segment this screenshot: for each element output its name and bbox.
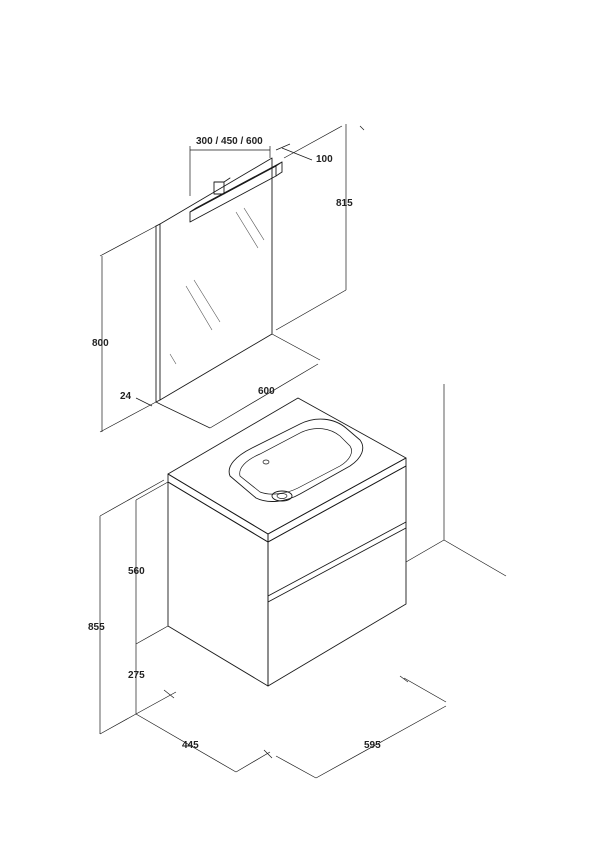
label-cabinet-width: 595	[364, 740, 381, 751]
label-floor-gap: 275	[128, 670, 145, 681]
label-cabinet-depth: 445	[182, 740, 199, 751]
mirror	[155, 157, 273, 403]
label-light-depth: 100	[316, 154, 333, 165]
light-fixture	[189, 161, 283, 223]
label-mirror-thickness: 24	[120, 391, 132, 402]
dimension-lines	[99, 124, 447, 779]
label-light-width: 300 / 450 / 600	[196, 136, 263, 147]
dimension-labels: 300 / 450 / 600 100 815 800 24 600 560 8…	[88, 136, 381, 751]
vanity-cabinet	[167, 397, 407, 687]
wall-corner	[405, 384, 507, 577]
label-mirror-width: 600	[258, 386, 275, 397]
label-cabinet-height: 560	[128, 566, 145, 577]
label-total-height: 855	[88, 622, 105, 633]
label-mirror-top-height: 815	[336, 198, 353, 209]
label-mirror-height: 800	[92, 338, 109, 349]
